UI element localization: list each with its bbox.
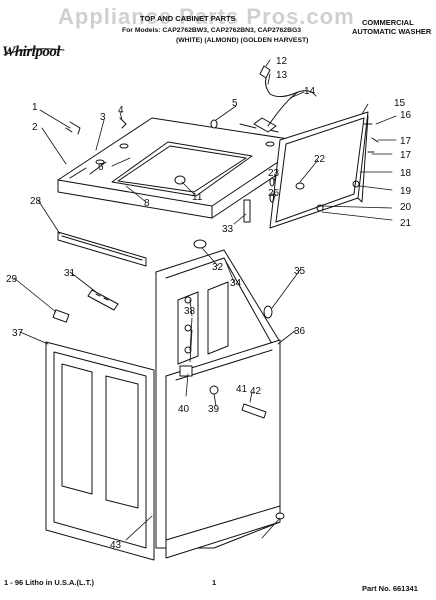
callout-19: 14 (304, 86, 316, 97)
callout-43: 38 (184, 306, 196, 317)
lid-panel (269, 111, 369, 229)
callout-4: 12 (276, 56, 288, 67)
callout-12: 26 (268, 188, 280, 199)
callout-14: 22 (314, 154, 326, 165)
diagram-title: TOP AND CABINET PARTS (140, 14, 236, 23)
lid-switch-harness (253, 65, 317, 133)
callout-39: 33 (222, 224, 234, 235)
whirlpool-logo: Whirlpool (2, 44, 61, 60)
callout-2: 2 (32, 122, 38, 133)
callout-40: 35 (294, 266, 306, 277)
front-trim-strip (57, 231, 147, 267)
callout-36: 34 (230, 278, 242, 289)
models-line: For Models: CAP2762BW3, CAP2762BN3, CAP2… (122, 27, 302, 34)
callout-20: 17 (400, 136, 412, 147)
litho-note: 1 - 96 Litho in U.S.A.(L.T.) (4, 578, 94, 587)
callout-8: 11 (192, 192, 203, 203)
colors-line: (WHITE) (ALMOND) (GOLDEN HARVEST) (176, 37, 309, 44)
callout-34: 31 (64, 268, 76, 279)
page-number: 1 (212, 578, 217, 587)
callout-29: 5 (232, 98, 238, 109)
callout-22: 15 (394, 98, 406, 109)
callout-33: 28 (30, 196, 42, 207)
callout-16: 17 (400, 150, 412, 161)
callout-labels: 1 2 3 4 5 6 8 11 12 13 14 15 16 17 17 18… (6, 56, 412, 551)
callout-31: 4 (118, 105, 124, 116)
leader-lines (13, 59, 397, 541)
callout-32: 16 (400, 110, 412, 121)
logo-swoosh (3, 48, 65, 56)
callout-17b: 19 (400, 186, 412, 197)
callout-17a: 18 (400, 168, 412, 179)
callout-15: 20 (400, 202, 412, 213)
callout-11: 13 (276, 70, 288, 81)
callout-13: 23 (268, 168, 280, 179)
callout-17c: 21 (400, 218, 412, 229)
callout-5: 36 (294, 326, 306, 337)
callout-38: 32 (212, 262, 224, 273)
watermark-text: Appliance Parts Pros.com (58, 4, 355, 29)
small-hardware-parts (52, 117, 379, 520)
category-line-2: AUTOMATIC WASHER (352, 27, 432, 36)
callout-18: 8 (144, 198, 150, 209)
category-line-1: COMMERCIAL (362, 18, 414, 27)
cabinet-left-panel (45, 341, 155, 561)
callout-42: 39 (208, 404, 220, 415)
part-number: Part No. 661341 (362, 584, 418, 593)
callout-37: 37 (12, 328, 24, 339)
callout-28: 43 (110, 540, 122, 551)
callout-41: 40 (178, 404, 190, 415)
callout-3: 29 (6, 274, 18, 285)
callout-6: 1 (32, 102, 38, 113)
callout-26: 6 (98, 162, 104, 173)
callout-23: 41 (236, 384, 248, 395)
callout-21: 42 (250, 386, 262, 397)
callout-1: 3 (100, 112, 106, 123)
